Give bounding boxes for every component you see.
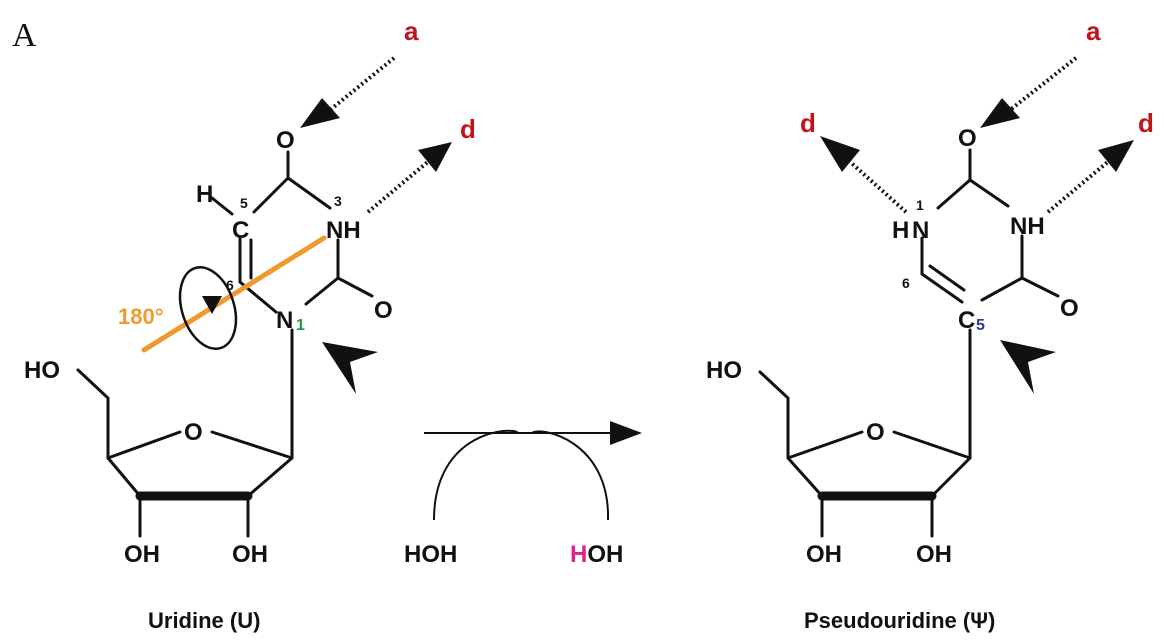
uridine-acceptor-dotted-line xyxy=(328,56,396,112)
uridine-bond-c5-h xyxy=(210,196,234,216)
pseudo-ho: HO xyxy=(706,357,742,384)
uridine-o-top: O xyxy=(276,127,295,154)
pseudo-nh-right: NH xyxy=(1010,213,1045,240)
uridine-bond-c4-n3 xyxy=(286,176,332,210)
pseudo-bond-c2-n1 xyxy=(936,178,972,210)
pseudo-bond-c6-c5 xyxy=(920,272,964,304)
water-out-curve xyxy=(531,430,610,521)
pseudo-sugar-ring xyxy=(786,430,972,498)
uridine-oh-right: OH xyxy=(232,541,268,568)
pseudo-donor-left-dotted-line xyxy=(846,158,908,214)
pseudo-bond-c2-n3 xyxy=(968,178,1010,208)
pseudo-bond-c6-c5-double xyxy=(928,264,966,292)
uridine-donor-dotted-line xyxy=(366,158,432,214)
pseudo-number-6: 6 xyxy=(902,275,910,291)
uridine-donor-label: d xyxy=(460,114,476,144)
pseudo-number-1: 1 xyxy=(916,197,924,213)
uridine-c: C xyxy=(232,217,249,244)
pseudo-donor-left-label: d xyxy=(800,108,816,138)
uridine-rotation-label: 180° xyxy=(118,304,164,329)
uridine-chevron-icon xyxy=(322,342,378,394)
uridine-sugar-ring xyxy=(106,430,294,498)
uridine-rotation-ellipse xyxy=(178,266,238,350)
uridine-bond-c2-n1 xyxy=(304,276,340,306)
pseudo-bond-c4-o xyxy=(1020,276,1060,298)
uridine-donor-arrowhead xyxy=(418,142,452,172)
pseudo-ring-o: O xyxy=(866,419,885,446)
uridine-number-5: 5 xyxy=(240,195,248,211)
uridine-oh-left: OH xyxy=(124,541,160,568)
pseudo-donor-right-dotted-line xyxy=(1046,158,1112,214)
uridine-acceptor-arrowhead xyxy=(300,98,340,128)
pseudo-o-top: O xyxy=(958,125,977,152)
pseudo-oh-left: OH xyxy=(806,541,842,568)
pseudouridine-caption: Pseudouridine (Ψ) xyxy=(804,608,995,633)
pseudo-o-right: O xyxy=(1060,295,1079,322)
water-in-curve xyxy=(433,429,519,521)
uridine-o-right: O xyxy=(374,297,393,324)
uridine-acceptor-label: a xyxy=(404,16,419,46)
pseudo-acceptor-label: a xyxy=(1086,16,1101,46)
pseudo-chevron-icon xyxy=(1000,340,1056,394)
uridine-bond-c4-c5 xyxy=(252,176,290,214)
uridine-n1: N xyxy=(276,307,293,334)
reaction-arrowhead xyxy=(610,421,642,445)
pseudo-donor-right-arrowhead xyxy=(1098,140,1134,172)
uridine-molecule: a d O 3 NH H 5 C 6 O N 1 180° HO O OH OH… xyxy=(24,16,476,633)
uridine-rotation-arrowhead xyxy=(202,296,222,314)
pseudo-h-left: H xyxy=(892,217,909,244)
pseudo-c5: C xyxy=(958,307,975,334)
pseudo-donor-right-label: d xyxy=(1138,108,1154,138)
uridine-n1-subscript: 1 xyxy=(296,317,305,334)
water-right-label: HOH xyxy=(570,541,623,568)
pseudo-n1: N xyxy=(912,217,929,244)
uridine-bond-c2-o xyxy=(336,276,374,298)
pseudo-acceptor-arrowhead xyxy=(980,98,1020,128)
uridine-caption: Uridine (U) xyxy=(148,608,260,633)
uridine-c4-c5-bond xyxy=(76,368,110,460)
pseudo-bond-c4-c5 xyxy=(980,276,1024,302)
uridine-number-6: 6 xyxy=(226,277,234,293)
pseudo-c4-c5-bond xyxy=(758,370,790,460)
uridine-nh: NH xyxy=(326,217,361,244)
pseudo-donor-left-arrowhead xyxy=(820,136,860,172)
reaction-arrow-group: HOH HOH xyxy=(404,421,642,568)
panel-label: A xyxy=(12,17,37,54)
uridine-number-3: 3 xyxy=(334,193,342,209)
water-left-label: HOH xyxy=(404,541,457,568)
uridine-h: H xyxy=(196,181,213,208)
pseudo-oh-right: OH xyxy=(916,541,952,568)
uridine-ho: HO xyxy=(24,357,60,384)
pseudo-acceptor-dotted-line xyxy=(1008,56,1078,112)
uridine-ring-o: O xyxy=(184,419,203,446)
pseudouridine-molecule: a d d O 1 H N NH 6 O C 5 HO O OH OH Pseu… xyxy=(706,16,1154,633)
uridine-rotation-axis xyxy=(141,235,327,353)
pseudo-c5-subscript: 5 xyxy=(976,317,985,334)
